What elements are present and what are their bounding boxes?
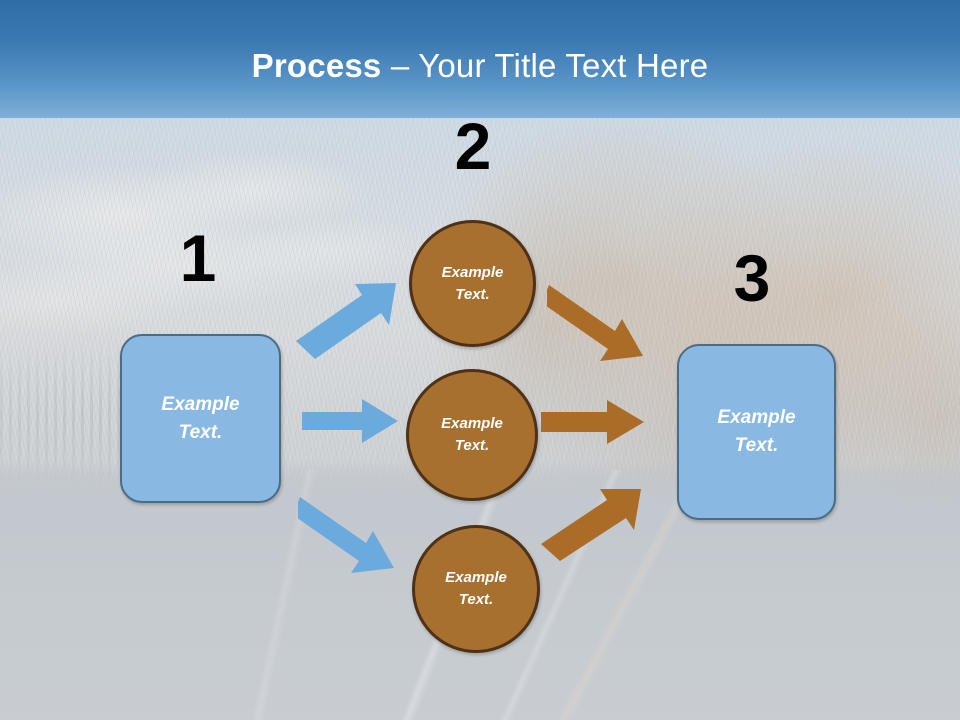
branch-node-3-label-line2: Text.: [458, 591, 494, 608]
blue-arrow-up-right-icon: [296, 281, 406, 364]
start-box-label-line2: Text.: [178, 421, 223, 443]
end-box-label-line1: Example: [717, 407, 796, 428]
blue-arrow-right-icon: [302, 399, 398, 448]
end-box-label-line2: Text.: [734, 435, 779, 456]
branch-node-2-label-line1: Example: [441, 415, 503, 432]
branch-node-3-label-line1: Example: [445, 569, 507, 586]
start-box-label: Example Text.: [161, 391, 239, 447]
branch-node-1[interactable]: Example Text.: [409, 220, 536, 347]
page-title-strong: Process: [251, 47, 382, 84]
page-title: Process – Your Title Text Here: [0, 46, 960, 86]
end-box-label: Example Text.: [717, 404, 795, 460]
branch-node-1-label-line1: Example: [441, 263, 504, 281]
page-title-rest: – Your Title Text Here: [381, 47, 709, 84]
step-number-1: 1: [179, 221, 217, 295]
branch-node-2-label: Example Text.: [441, 413, 503, 457]
start-box[interactable]: Example Text.: [120, 334, 281, 503]
branch-node-1-label: Example Text.: [442, 262, 504, 306]
brown-arrow-down-right-icon: [542, 285, 651, 368]
branch-node-2[interactable]: Example Text.: [406, 369, 538, 501]
step-number-2: 2: [454, 109, 492, 183]
blue-arrow-down-right-icon: [293, 497, 408, 580]
end-box[interactable]: Example Text.: [677, 344, 836, 520]
branch-node-3-label: Example Text.: [445, 567, 507, 611]
brown-arrow-right-icon: [541, 400, 644, 449]
start-box-label-line1: Example: [161, 393, 240, 415]
branch-node-2-label-line2: Text.: [454, 437, 490, 454]
branch-node-3[interactable]: Example Text.: [412, 525, 540, 653]
step-number-3: 3: [733, 241, 771, 315]
brown-arrow-up-right-icon: [541, 489, 645, 566]
title-band: Process – Your Title Text Here: [0, 0, 960, 118]
branch-node-1-label-line2: Text.: [455, 285, 490, 303]
